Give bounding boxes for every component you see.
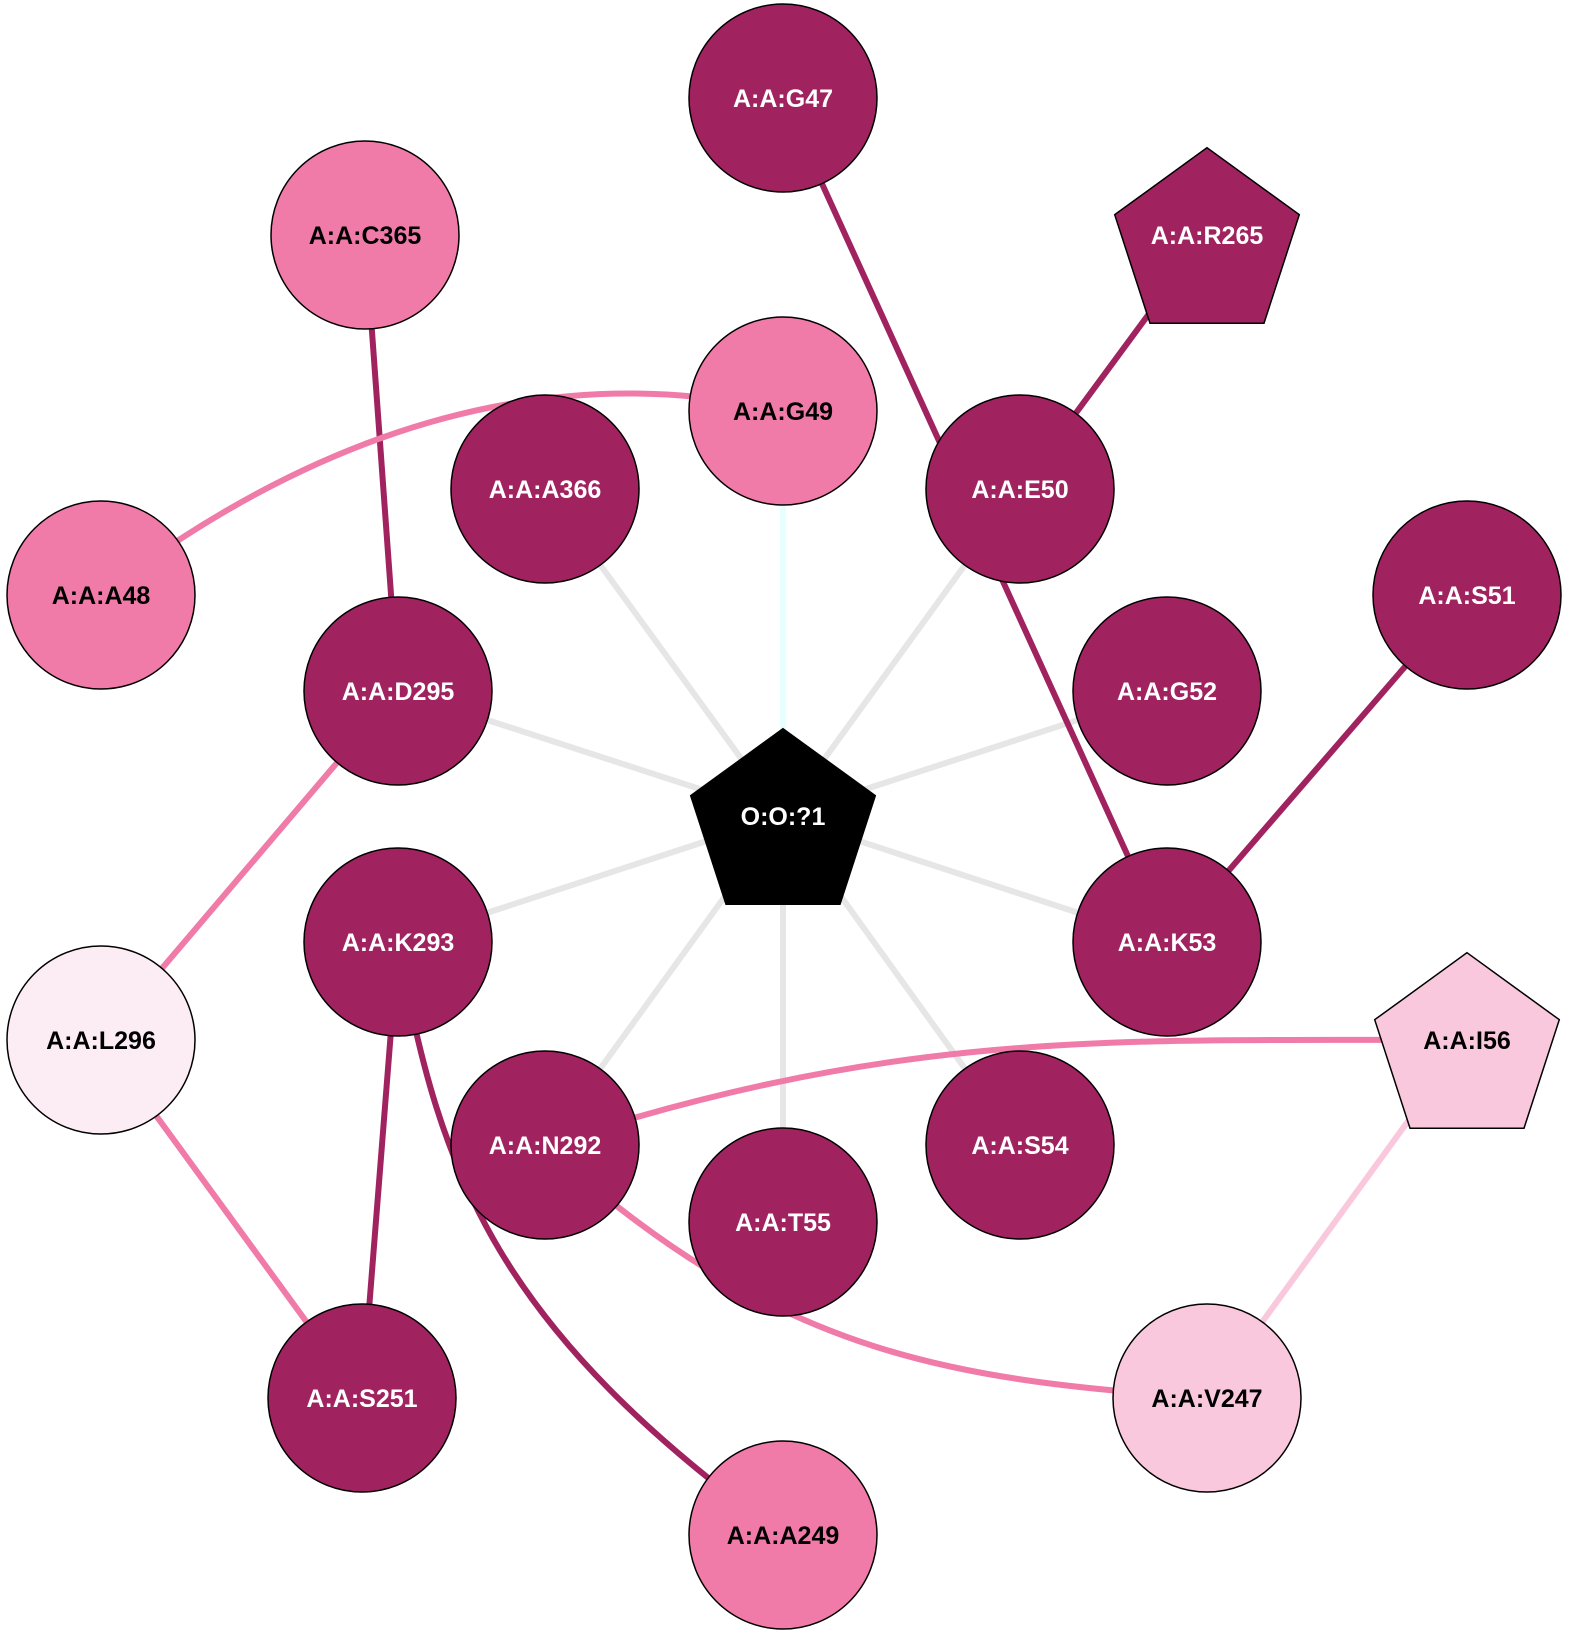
edge-a-a-k293-to-a-a-a249 [395, 939, 786, 1538]
node-a-a-g52[interactable]: A:A:G52 [1072, 596, 1262, 786]
node-a-a-g49[interactable]: A:A:G49 [688, 316, 878, 506]
node-circle-shape [688, 316, 878, 506]
node-circle-shape [1072, 847, 1262, 1037]
node-a-a-k53[interactable]: A:A:K53 [1072, 847, 1262, 1037]
node-a-a-d295[interactable]: A:A:D295 [303, 596, 493, 786]
node-label: A:A:G47 [733, 85, 833, 113]
node-label: A:A:G52 [1117, 678, 1217, 706]
node-label: A:A:S51 [1418, 582, 1515, 610]
node-label: A:A:L296 [46, 1027, 156, 1055]
node-a-a-c365[interactable]: A:A:C365 [270, 140, 460, 330]
node-label: A:A:D295 [342, 678, 455, 706]
node-circle-shape [1072, 596, 1262, 786]
node-circle-shape [450, 1050, 640, 1240]
node-circle-shape [450, 394, 640, 584]
node-label: A:A:N292 [489, 1132, 602, 1160]
node-a-a-s51[interactable]: A:A:S51 [1372, 500, 1562, 690]
node-a-a-a249[interactable]: A:A:A249 [688, 1440, 878, 1630]
node-circle-shape [688, 1127, 878, 1317]
node-circle-shape [1112, 1303, 1302, 1493]
node-a-a-i56[interactable]: A:A:I56 [1373, 951, 1561, 1129]
edge-a-a-i56-to-a-a-n292 [542, 1036, 1470, 1148]
edge-a-a-g49-to-a-a-a48 [98, 390, 786, 598]
node-label: A:A:E50 [971, 476, 1068, 504]
node-a-a-s251[interactable]: A:A:S251 [267, 1303, 457, 1493]
node-circle-shape [688, 3, 878, 193]
node-pentagon-shape [1373, 951, 1561, 1129]
node-circle-shape [6, 500, 196, 690]
node-label: A:A:K293 [342, 929, 455, 957]
node-label: A:A:I56 [1423, 1027, 1511, 1055]
node-label: A:A:A366 [489, 476, 602, 504]
node-label: A:A:S54 [971, 1132, 1068, 1160]
edge-a-a-n292-to-a-a-v247 [542, 1142, 1210, 1401]
node-a-a-t55[interactable]: A:A:T55 [688, 1127, 878, 1317]
node-label: A:A:C365 [309, 222, 422, 250]
node-label: A:A:A48 [52, 582, 151, 610]
node-a-a-k293[interactable]: A:A:K293 [303, 847, 493, 1037]
node-label: A:A:V247 [1151, 1385, 1262, 1413]
node-pentagon-shape [1113, 146, 1301, 324]
node-circle-shape [925, 1050, 1115, 1240]
node-label: O:O:?1 [741, 803, 826, 831]
node-label: A:A:G49 [733, 398, 833, 426]
node-pentagon-shape [689, 727, 877, 905]
node-circle-shape [270, 140, 460, 330]
node-a-a-n292[interactable]: A:A:N292 [450, 1050, 640, 1240]
node-label: A:A:A249 [727, 1522, 840, 1550]
node-a-a-r265[interactable]: A:A:R265 [1113, 146, 1301, 324]
node-circle-shape [303, 596, 493, 786]
node-circle-shape [925, 394, 1115, 584]
node-circle-shape [303, 847, 493, 1037]
node-label: A:A:R265 [1151, 222, 1264, 250]
node-a-a-a48[interactable]: A:A:A48 [6, 500, 196, 690]
node-circle-shape [688, 1440, 878, 1630]
node-a-a-a366[interactable]: A:A:A366 [450, 394, 640, 584]
node-label: A:A:S251 [306, 1385, 417, 1413]
node-circle-shape [267, 1303, 457, 1493]
node-a-a-l296[interactable]: A:A:L296 [6, 945, 196, 1135]
node-a-a-v247[interactable]: A:A:V247 [1112, 1303, 1302, 1493]
node-circle-shape [1372, 500, 1562, 690]
node-a-a-s54[interactable]: A:A:S54 [925, 1050, 1115, 1240]
node-o-o-1[interactable]: O:O:?1 [689, 727, 877, 905]
node-a-a-e50[interactable]: A:A:E50 [925, 394, 1115, 584]
node-a-a-g47[interactable]: A:A:G47 [688, 3, 878, 193]
node-circle-shape [6, 945, 196, 1135]
node-label: A:A:T55 [735, 1209, 831, 1237]
node-label: A:A:K53 [1118, 929, 1217, 957]
